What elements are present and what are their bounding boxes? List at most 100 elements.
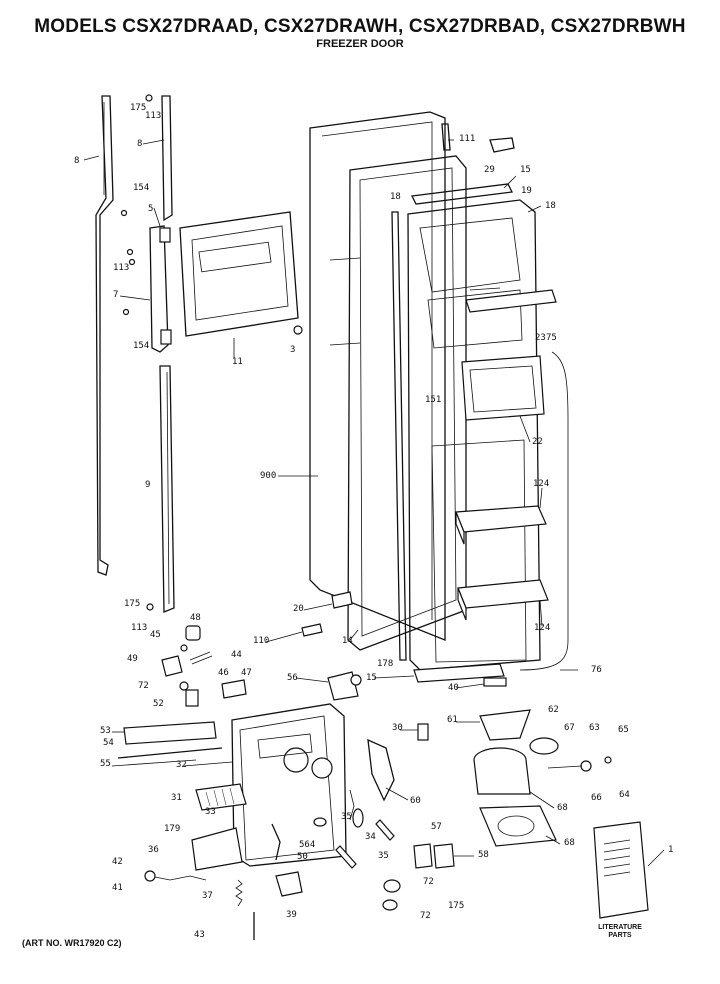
part-label-p66: 66 (591, 793, 602, 803)
motor-housing-68 (473, 747, 531, 795)
part-label-p124b: 124 (534, 623, 550, 633)
part-label-p56: 56 (287, 673, 298, 683)
part-label-p53: 53 (100, 726, 111, 736)
part-label-p9: 9 (145, 480, 150, 490)
solenoid-switch (327, 671, 362, 701)
literature-label: LITERATURE PARTS (592, 924, 648, 940)
part-label-p124a: 124 (533, 479, 549, 489)
part-label-p110: 110 (253, 636, 269, 646)
part-label-p11: 11 (232, 357, 243, 367)
part-label-p178: 178 (377, 659, 393, 669)
page-subtitle: FREEZER DOOR (316, 38, 404, 50)
part-label-p40: 40 (448, 683, 459, 693)
part-label-p22: 22 (532, 437, 543, 447)
dispenser-recess (461, 355, 545, 421)
part-label-p35b: 35 (378, 851, 389, 861)
part-label-p42: 42 (112, 857, 123, 867)
part-label-p36: 36 (148, 845, 159, 855)
part-label-p45: 45 (150, 630, 161, 640)
part-label-p31: 31 (171, 793, 182, 803)
bottom-rail (413, 663, 507, 687)
part-label-p65: 65 (618, 725, 629, 735)
clip-30 (417, 723, 429, 741)
literature-label-line-1: LITERATURE (598, 924, 642, 931)
spring-37 (235, 879, 243, 907)
part-label-p68b: 68 (564, 838, 575, 848)
part-label-p54: 54 (103, 738, 114, 748)
stop-clip (301, 623, 323, 637)
drip-tray (195, 783, 247, 811)
part-label-p1: 1 (668, 845, 673, 855)
part-label-p29: 29 (484, 165, 495, 175)
screws-left (120, 94, 154, 611)
mounting-bracket-36 (144, 827, 243, 882)
hinge-bracket (149, 225, 172, 353)
door-trim-strip-left (95, 95, 114, 576)
part-label-p113c: 113 (131, 623, 147, 633)
part-label-p179: 179 (164, 824, 180, 834)
part-label-p18b: 18 (545, 201, 556, 211)
part-label-p60: 60 (410, 796, 421, 806)
part-label-p5: 5 (148, 204, 153, 214)
part-label-p41: 41 (112, 883, 123, 893)
part-label-p3: 3 (290, 345, 295, 355)
part-label-p76: 76 (591, 665, 602, 675)
leader-lines (83, 139, 665, 867)
part-label-p32: 32 (176, 760, 187, 770)
part-label-p47: 47 (241, 668, 252, 678)
part-label-p8b: 8 (137, 139, 142, 149)
door-liner (407, 199, 541, 671)
part-label-p20: 20 (293, 604, 304, 614)
part-label-p75: 75 (546, 333, 557, 343)
door-shelf-lower (457, 579, 549, 621)
clips-72 (382, 879, 401, 911)
part-label-p72c: 72 (420, 911, 431, 921)
part-label-p62: 62 (548, 705, 559, 715)
chute-frame (465, 289, 557, 313)
part-label-p900: 900 (260, 471, 276, 481)
part-label-p14: 14 (342, 636, 353, 646)
page-title: MODELS CSX27DRAAD, CSX27DRAWH, CSX27DRBA… (34, 16, 686, 37)
part-label-p175a: 175 (130, 103, 146, 113)
funnel-61 (479, 709, 531, 741)
part-label-p23: 23 (535, 333, 546, 343)
part-label-p30: 30 (392, 723, 403, 733)
part-label-p44: 44 (231, 650, 242, 660)
part-label-p63: 63 (589, 723, 600, 733)
part-label-p15a: 15 (520, 165, 531, 175)
part-label-p61: 61 (447, 715, 458, 725)
part-label-p57: 57 (431, 822, 442, 832)
part-label-p154a: 154 (133, 183, 149, 193)
bracket-57-58 (413, 843, 455, 869)
motor-cover-68b (479, 805, 557, 847)
part-label-p8a: 8 (74, 156, 79, 166)
small-parts-63-67 (547, 756, 612, 772)
part-label-p154b: 154 (133, 341, 149, 351)
actuator-parts (161, 625, 247, 707)
part-label-p564: 564 (299, 840, 315, 850)
heater-wire (519, 351, 569, 671)
part-label-p15b: 15 (366, 673, 377, 683)
part-label-p18a: 18 (390, 192, 401, 202)
part-label-p151: 151 (425, 395, 441, 405)
door-trim-strip-upper (161, 95, 173, 222)
door-trim-18 (391, 211, 407, 661)
part-label-p19: 19 (521, 186, 532, 196)
part-label-p175b: 175 (124, 599, 140, 609)
part-label-p55: 55 (100, 759, 111, 769)
lever-50 (271, 823, 281, 861)
part-label-p113a: 113 (145, 111, 161, 121)
part-label-p7: 7 (113, 290, 118, 300)
part-label-p46: 46 (218, 668, 229, 678)
cam-39 (275, 871, 303, 897)
door-trim-strip-lower (159, 365, 175, 613)
part-label-p39: 39 (286, 910, 297, 920)
part-label-p37: 37 (202, 891, 213, 901)
part-label-p175c: 175 (448, 901, 464, 911)
disk-62 (529, 737, 559, 755)
hinge-pin (331, 591, 353, 609)
springs-34-35 (313, 789, 395, 869)
part-label-p48: 48 (190, 613, 201, 623)
